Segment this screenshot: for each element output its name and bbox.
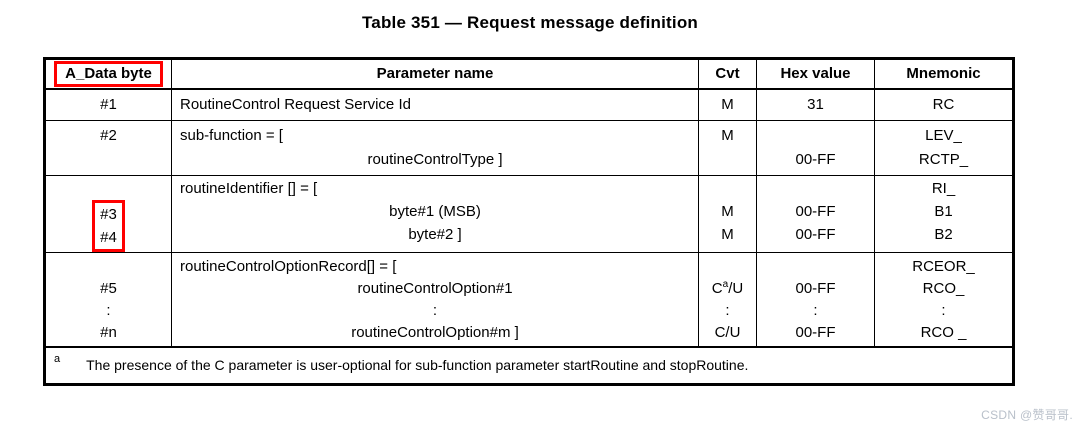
ellipsis: : [432,302,438,319]
cell-r1-mnemonic: RC [874,88,1014,121]
ellipsis: : [106,302,111,319]
footnote-text: The presence of the C parameter is user-… [86,356,749,373]
hex-value: 00-FF [795,280,836,297]
footnote-ref-a: a [722,279,729,290]
annotation-box-a-data-byte: A_Data byte [54,60,163,87]
mnemonic-b1: B1 [934,203,953,220]
ellipsis: : [725,302,730,319]
cell-r1-parameter: RoutineControl Request Service Id [171,88,699,121]
hex-value: 00-FF [795,151,836,168]
empty-line [699,177,756,200]
data-byte-4: #4 [100,229,117,246]
annotation-box-bytes-3-4: #3 #4 [92,200,125,252]
mnemonic-lev: LEV_ [925,127,962,144]
param-routine-control-option-m: routineControlOption#m ] [351,324,519,341]
table-row-bytes3-4: #3 #4 routineIdentifier [] = [ byte#1 (M… [44,175,1014,253]
cell-r2-hex: 00-FF [756,120,875,176]
mnemonic-rceor: RCEOR_ [912,258,975,275]
hex-value: 00-FF [795,203,836,220]
param-routine-identifier: routineIdentifier [] = [ [180,180,318,197]
cell-r2-cvt: M [698,120,757,176]
header-hex-value: Hex value [756,58,875,90]
cell-r3-mnemonic: RI_ B1 B2 [874,175,1014,253]
mnemonic-b2: B2 [934,226,953,243]
table-row-byte2: #2 sub-function = [ routineControlType ]… [44,120,1014,176]
cell-r4-hex: 00-FF : 00-FF [756,252,875,347]
cell-r4-mnemonic: RCEOR_ RCO_ : RCO _ [874,252,1014,347]
watermark: CSDN @赞哥哥. [981,408,1073,422]
data-byte-3: #3 [100,206,117,223]
table-row-byte1: #1 RoutineControl Request Service Id M 3… [44,88,1014,121]
empty-line [757,256,874,278]
mnemonic-rctp: RCTP_ [918,151,969,168]
table-header-row: A_Data byte Parameter name Cvt Hex value… [44,58,1014,90]
hex-value: 00-FF [795,324,836,341]
request-message-table: A_Data byte Parameter name Cvt Hex value… [43,57,1015,386]
cvt-c: C [711,280,723,297]
footnote-row: a The presence of the C parameter is use… [44,345,1014,385]
ellipsis: : [813,302,818,319]
cell-r3-data-byte: #3 #4 [44,175,172,253]
cell-r4-data-byte: #5 : #n [44,252,172,347]
param-byte1-msb: byte#1 (MSB) [389,203,481,220]
cell-r4-cvt: Ca/U : C/U [698,252,757,347]
cell-r4-parameter: routineControlOptionRecord[] = [ routine… [171,252,699,347]
cell-r3-hex: 00-FF 00-FF [756,175,875,253]
cell-r3-parameter: routineIdentifier [] = [ byte#1 (MSB) by… [171,175,699,253]
cell-r2-data-byte: #2 [44,120,172,176]
cell-r3-cvt: M M [698,175,757,253]
param-routine-control-option-record: routineControlOptionRecord[] = [ [180,258,397,275]
empty-line [699,256,756,278]
footnote: a The presence of the C parameter is use… [54,352,1004,373]
cell-r1-hex: 31 [756,88,875,121]
ellipsis: : [941,302,946,319]
table-title: Table 351 — Request message definition [361,13,699,32]
hex-value: 00-FF [795,226,836,243]
cell-r2-parameter: sub-function = [ routineControlType ] [171,120,699,176]
cell-r2-mnemonic: LEV_ RCTP_ [874,120,1014,176]
header-a-data-byte-label: A_Data byte [65,64,152,82]
footnote-cell: a The presence of the C parameter is use… [44,345,1014,385]
param-routine-control-option-1: routineControlOption#1 [357,280,513,297]
cvt-value: M [721,127,734,144]
mnemonic-ri: RI_ [931,180,956,197]
data-byte-2: #2 [100,127,117,144]
cell-r1-data-byte: #1 [44,88,172,121]
cvt-conditional-value: Ca/U [699,278,756,300]
cvt-value: C/U [714,324,741,341]
table-row-bytes5-n: #5 : #n routineControlOptionRecord[] = [… [44,252,1014,347]
data-byte-5: #5 [100,280,117,297]
param-routine-control-type: routineControlType ] [367,151,503,168]
cvt-value: M [721,203,734,220]
footnote-marker-a: a [54,352,61,365]
header-a-data-byte: A_Data byte [44,58,172,90]
param-sub-function: sub-function = [ [180,127,283,144]
mnemonic-rco-m: RCO _ [920,324,967,341]
cell-r1-cvt: M [698,88,757,121]
empty-line [46,177,171,200]
cvt-value: M [721,226,734,243]
header-mnemonic: Mnemonic [874,58,1014,90]
cvt-slash-u: /U [728,280,744,297]
header-cvt: Cvt [698,58,757,90]
empty-line [757,177,874,200]
empty-line [46,256,171,278]
data-byte-n: #n [100,324,117,341]
empty-line [757,124,874,148]
mnemonic-rco-1: RCO_ [922,280,965,297]
header-parameter-name: Parameter name [171,58,699,90]
param-byte2: byte#2 ] [408,226,462,243]
